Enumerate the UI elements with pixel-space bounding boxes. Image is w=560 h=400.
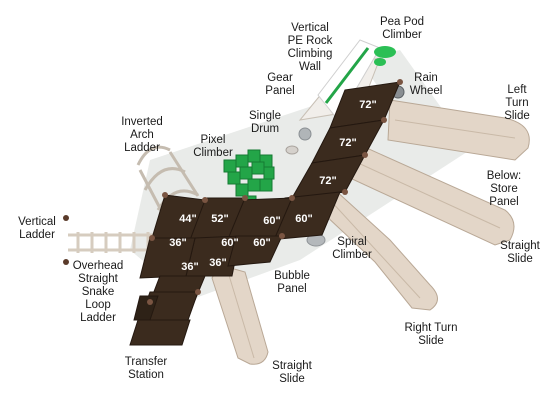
- vertical-ladder-posts: [63, 215, 69, 265]
- deck-72-low: 72": [319, 175, 336, 187]
- overhead-snake-loop-ladder: [68, 232, 160, 253]
- deck-60-left: 60": [221, 237, 238, 249]
- deck-36-bottom: 36": [181, 261, 198, 273]
- label-below-store-panel: Below: Store Panel: [486, 170, 522, 208]
- label-straight-slide-bottom: Straight Slide: [272, 360, 312, 385]
- deck-posts: [147, 79, 403, 305]
- deck-52: 52": [211, 213, 228, 225]
- label-inverted-arch-ladder: Inverted Arch Ladder: [121, 116, 163, 154]
- straight-slide-bottom: [211, 264, 269, 365]
- deck-36-lower: 36": [209, 257, 226, 269]
- label-bubble-panel: Bubble Panel: [274, 270, 310, 295]
- label-gear-panel: Gear Panel: [265, 72, 295, 97]
- label-straight-slide-right: Straight Slide: [500, 240, 540, 265]
- deck-72-top: 72": [359, 99, 376, 111]
- label-left-turn-slide: Left Turn Slide: [504, 84, 530, 122]
- inverted-arch-ladder: [136, 145, 200, 213]
- slide-rim-lines: [227, 119, 516, 359]
- label-vertical-ladder: Vertical Ladder: [18, 216, 56, 241]
- label-pixel-climber: Pixel Climber: [193, 134, 233, 159]
- label-rain-wheel: Rain Wheel: [409, 72, 443, 97]
- right-turn-slide: [321, 189, 438, 311]
- label-right-turn-slide: Right Turn Slide: [404, 322, 458, 347]
- deck-60-bottom: 60": [253, 237, 270, 249]
- deck-60-center: 60": [263, 215, 280, 227]
- label-spiral-climber: Spiral Climber: [332, 236, 372, 261]
- label-single-drum: Single Drum: [249, 110, 281, 135]
- label-pea-pod-climber: Pea Pod Climber: [379, 16, 425, 41]
- deck-60-right: 60": [295, 213, 312, 225]
- pea-pod-climber: [374, 46, 396, 66]
- label-overhead-straight-snake-loop-ladder: Overhead Straight Snake Loop Ladder: [72, 260, 124, 324]
- label-transfer-station: Transfer Station: [124, 356, 168, 381]
- deck-44: 44": [179, 213, 196, 225]
- deck-72-mid: 72": [339, 137, 356, 149]
- deck-36-left: 36": [169, 237, 186, 249]
- single-drum: [285, 145, 299, 155]
- store-panel-slide: [349, 144, 515, 246]
- label-vertical-pe-rock-climbing-wall: Vertical PE Rock Climbing Wall: [287, 22, 333, 73]
- gear-panel: [298, 127, 312, 141]
